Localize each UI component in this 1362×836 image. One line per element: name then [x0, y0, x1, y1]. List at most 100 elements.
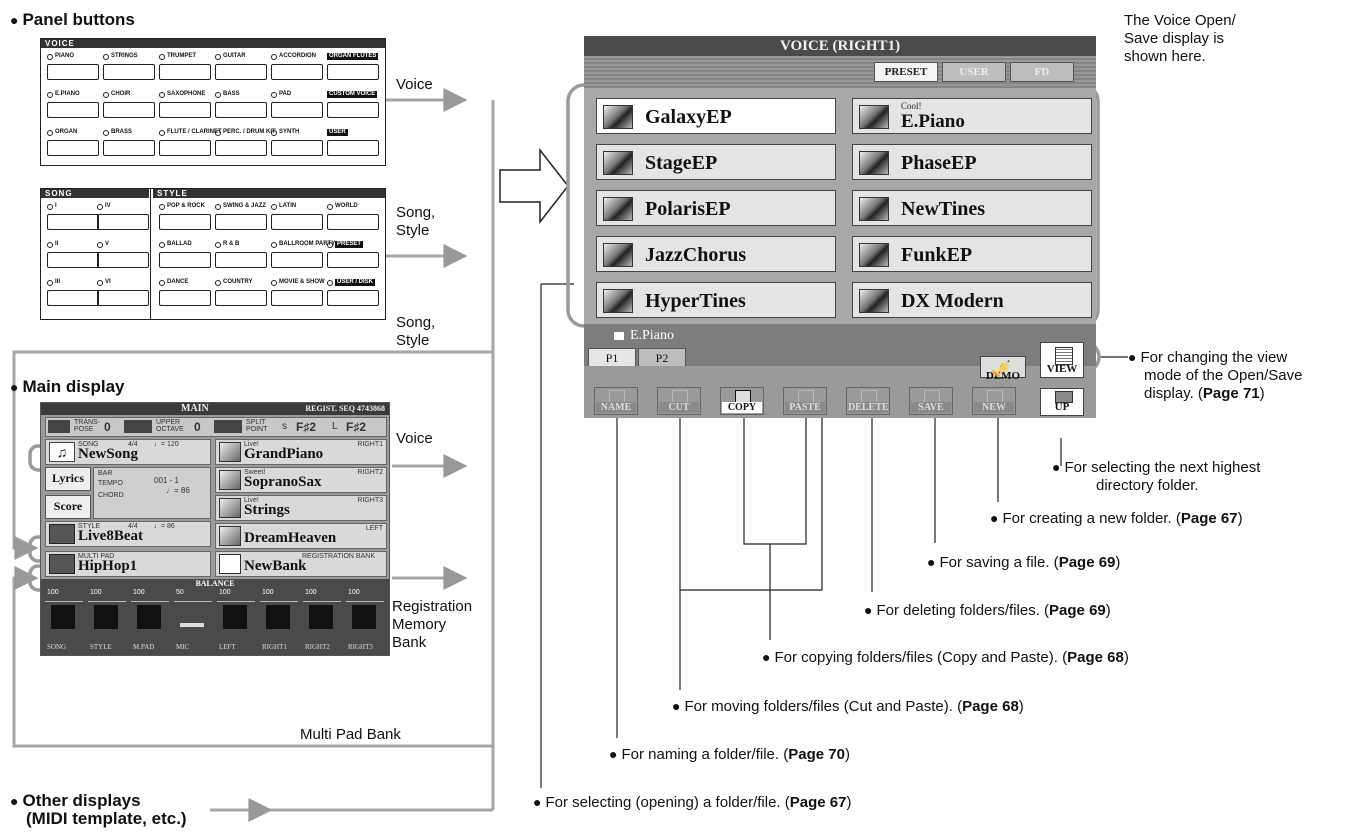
panel-button-guitar[interactable]: GUITAR	[215, 53, 267, 77]
voice-name: GrandPiano	[244, 446, 323, 463]
panel-button-label: STRINGS	[103, 53, 138, 60]
panel-button-label: E.PIANO	[47, 91, 80, 98]
demo-button[interactable]: 🎺 DEMO	[980, 356, 1026, 378]
up-button[interactable]: UP	[1040, 388, 1084, 416]
panel-button-ii[interactable]: II	[47, 241, 99, 265]
function-label: PASTE	[785, 402, 825, 413]
style-button-user-disk[interactable]: USER / DISK	[327, 279, 379, 303]
panel-button-bass[interactable]: BASS	[215, 91, 267, 115]
delete-button[interactable]: DELETE	[846, 387, 890, 415]
panel-button-label: ORGAN	[47, 129, 77, 136]
multipad-name: HipHop1	[78, 558, 137, 575]
copy-button[interactable]: COPY	[720, 387, 764, 415]
style-button-pop-rock[interactable]: POP & ROCK	[159, 203, 211, 227]
lyrics-button[interactable]: Lyrics	[45, 467, 91, 491]
save-button[interactable]: SAVE	[909, 387, 953, 415]
style-button-ballad[interactable]: BALLAD	[159, 241, 211, 265]
voice-item-newtines[interactable]: NewTines	[852, 190, 1092, 226]
panel-button-choir[interactable]: CHOIR	[103, 91, 155, 115]
panel-button-organ-flutes[interactable]: ORGAN FLUTES	[327, 53, 379, 77]
note-new: ●For creating a new folder. (Page 67)	[990, 509, 1243, 528]
balance-slider-mic[interactable]	[180, 623, 204, 627]
panel-button-piano[interactable]: PIANO	[47, 53, 99, 77]
panel-button-iv[interactable]: IV	[97, 203, 149, 227]
score-button[interactable]: Score	[45, 495, 91, 519]
panel-button-strings[interactable]: STRINGS	[103, 53, 155, 77]
balance-value: 50	[176, 589, 184, 596]
voice-item-stageep[interactable]: StageEP	[596, 144, 836, 180]
view-button[interactable]: VIEW	[1040, 342, 1084, 378]
panel-button-brass[interactable]: BRASS	[103, 129, 155, 153]
voice-item-funkep[interactable]: FunkEP	[852, 236, 1092, 272]
main-multipad-block[interactable]: MULTI PAD HipHop1	[45, 551, 211, 577]
style-button-latin[interactable]: LATIN	[271, 203, 323, 227]
main-style-block[interactable]: STYLE 4/4 ♩= 86 Live8Beat	[45, 521, 211, 547]
voice-name: StageEP	[645, 152, 717, 175]
panel-button-organ[interactable]: ORGAN	[47, 129, 99, 153]
style-button-swing-jazz[interactable]: SWING & JAZZ	[215, 203, 267, 227]
song-info: BAR 001 - 1 TEMPO ♩= 86 CHORD	[93, 467, 211, 519]
style-button-preset[interactable]: PRESET	[327, 241, 379, 265]
voice-item-dx-modern[interactable]: DX Modern	[852, 282, 1092, 318]
panel-button-vi[interactable]: VI	[97, 279, 149, 303]
panel-button-i[interactable]: I	[47, 203, 99, 227]
panel-button-iii[interactable]: III	[47, 279, 99, 303]
tab-preset[interactable]: PRESET	[874, 62, 938, 82]
voice-item-e-piano[interactable]: Cool!E.Piano	[852, 98, 1092, 134]
voice-item-jazzchorus[interactable]: JazzChorus	[596, 236, 836, 272]
song-panel-title: SONG	[41, 189, 149, 198]
panel-button-flute-clarinet[interactable]: FLUTE / CLARINET	[159, 129, 211, 153]
main-regbank-block[interactable]: REGISTRATION BANK NewBank	[215, 551, 387, 577]
cut-button[interactable]: CUT	[657, 387, 701, 415]
panel-button-pad[interactable]: PAD	[271, 91, 323, 115]
balance-label: MIC	[176, 643, 189, 651]
note-cut: ●For moving folders/files (Cut and Paste…	[672, 697, 1024, 716]
tab-user[interactable]: USER	[942, 62, 1006, 82]
multipad-icon	[49, 554, 75, 574]
keyboard-icon	[859, 197, 889, 221]
voice-name: E.Piano	[901, 111, 965, 133]
panel-button-label: V	[97, 241, 109, 248]
style-button-dance[interactable]: DANCE	[159, 279, 211, 303]
style-button-ballroom-party[interactable]: BALLROOM PARTY	[271, 241, 323, 265]
panel-button-accordion[interactable]: ACCORDION	[271, 53, 323, 77]
voice-item-phaseep[interactable]: PhaseEP	[852, 144, 1092, 180]
tab-fd[interactable]: FD	[1010, 62, 1074, 82]
voice-item-galaxyep[interactable]: GalaxyEP	[596, 98, 836, 134]
panel-button-perc-drum-kit[interactable]: PERC. / DRUM KIT	[215, 129, 267, 153]
style-button-r-b[interactable]: R & B	[215, 241, 267, 265]
panel-button-e-piano[interactable]: E.PIANO	[47, 91, 99, 115]
balance-slider-right3[interactable]	[352, 605, 376, 629]
style-button-country[interactable]: COUNTRY	[215, 279, 267, 303]
big-arrow	[500, 150, 568, 222]
voice-item-hypertines[interactable]: HyperTines	[596, 282, 836, 318]
panel-button-synth[interactable]: SYNTH	[271, 129, 323, 153]
voice-item-polarisep[interactable]: PolarisEP	[596, 190, 836, 226]
style-button-label: POP & ROCK	[159, 203, 205, 210]
balance-slider-right2[interactable]	[309, 605, 333, 629]
regbank-icon	[219, 554, 241, 574]
panel-button-v[interactable]: V	[97, 241, 149, 265]
page-tab-p1[interactable]: P1	[588, 348, 636, 368]
page-tab-p2[interactable]: P2	[638, 348, 686, 368]
style-button-world[interactable]: WORLD	[327, 203, 379, 227]
balance-slider-left[interactable]	[223, 605, 247, 629]
balance-slider-m-pad[interactable]	[137, 605, 161, 629]
panel-button-saxophone[interactable]: SAXOPHONE	[159, 91, 211, 115]
balance-slider-song[interactable]	[51, 605, 75, 629]
panel-button-custom-voice[interactable]: CUSTOM VOICE	[327, 91, 379, 115]
balance-slider-style[interactable]	[94, 605, 118, 629]
name-button[interactable]: NAME	[594, 387, 638, 415]
paste-button[interactable]: PASTE	[783, 387, 827, 415]
new-button[interactable]: NEW	[972, 387, 1016, 415]
panel-button-trumpet[interactable]: TRUMPET	[159, 53, 211, 77]
balance-slider-right1[interactable]	[266, 605, 290, 629]
main-song-block[interactable]: ♫ SONG 4/4 ♩= 120 NewSong	[45, 439, 211, 465]
panel-button-user[interactable]: USER	[327, 129, 379, 153]
style-button-movie-show[interactable]: MOVIE & SHOW	[271, 279, 323, 303]
